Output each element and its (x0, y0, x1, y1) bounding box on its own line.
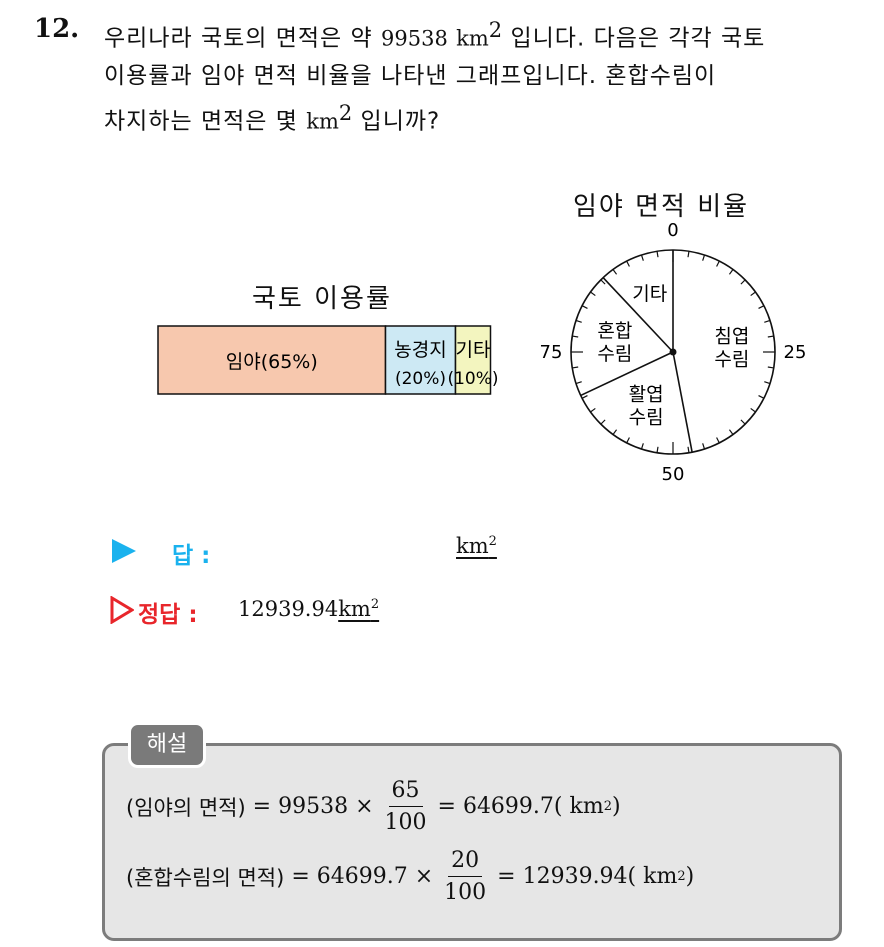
pie-slice-boundaries (580, 250, 693, 453)
question-number: 12. (34, 14, 80, 44)
pie-slice-label: 침엽 (714, 325, 749, 347)
pie-slice-boundary (672, 351, 693, 453)
question-line-3: 차지하는 면적은 몇 km2 입니까? (104, 95, 874, 141)
pie-slice-boundary (602, 277, 674, 353)
eq2-close: ) (685, 864, 695, 889)
question-line-2: 이용률과 임야 면적 비율을 나타낸 그래프입니다. 혼합수림이 (104, 62, 717, 89)
solution-box (102, 743, 842, 941)
correct-answer-value: 12939.94 (238, 597, 339, 621)
eq1-close: ) (612, 794, 621, 819)
answer-unit: km2 (456, 534, 497, 558)
unit-exponent: 2 (677, 869, 686, 884)
area-unit: km (456, 26, 489, 51)
land-area-value: 99538 (381, 26, 448, 51)
pie-slice-label: 수림 (597, 343, 632, 365)
solution-tag: 해설 (128, 722, 206, 768)
eq2-lhs: (혼합수림의 면적) (126, 865, 285, 890)
answer-label: 답 : (172, 543, 211, 569)
eq2-unit: km (643, 864, 678, 889)
pie-scale-label: 75 (540, 342, 563, 363)
correct-answer-arrow-icon (110, 596, 134, 624)
area-unit: km (306, 109, 339, 134)
eq2-result: = 12939.94( (497, 864, 637, 889)
bar-segment-label: 농경지 (394, 339, 446, 361)
pie-chart-title: 임야 면적 비율 (573, 192, 750, 222)
bar-segment-percent: (20%) (395, 369, 446, 389)
bar-segment (454, 325, 492, 395)
question-line-1: 우리나라 국토의 면적은 약 99538 km2 입니다. 다음은 각각 국토 (104, 12, 874, 58)
eq1-numerator: 65 (388, 778, 423, 807)
question-text: 우리나라 국토의 면적은 약 99538 km2 입니다. 다음은 각각 국토 … (104, 12, 874, 140)
eq2-denominator: 100 (444, 880, 487, 905)
pie-tick-marks (571, 250, 775, 454)
answer-arrow-icon (112, 539, 136, 563)
pie-slice-label: 수림 (714, 348, 749, 370)
eq1-denominator: 100 (384, 810, 427, 835)
pie-slice-label: 활엽 (629, 384, 664, 406)
question-line1-text-a: 우리나라 국토의 면적은 약 (104, 25, 382, 52)
unit-exponent: 2 (488, 18, 503, 42)
unit-exponent: 2 (338, 100, 353, 125)
unit-exponent: 2 (370, 597, 380, 612)
correct-answer-unit-text: km (338, 597, 371, 621)
pie-scale-label: 0 (667, 220, 678, 241)
pie-slice-label: 기타 (632, 283, 667, 305)
question-line3-text-b: 입니까? (352, 108, 441, 135)
eq1-lhs: (임야의 면적) (126, 795, 246, 820)
correct-answer-label: 정답 : (138, 602, 198, 628)
correct-answer: 12939.94km2 (238, 597, 379, 621)
pie-scale-label: 50 (662, 464, 685, 485)
eq1-multiplier: = 99538 × (252, 794, 374, 819)
land-use-bar-chart: 임야(65%) 농경지 (20%) 기타 (10%) (157, 325, 499, 395)
eq1-result: = 64699.7( (437, 794, 563, 819)
question-line1-text-b: 입니다. 다음은 각각 국토 (502, 25, 766, 52)
bar-segment (384, 325, 457, 395)
bar-segment (157, 325, 387, 395)
bar-chart-title: 국토 이용률 (252, 284, 392, 314)
question-line3-text-a: 차지하는 면적은 몇 (104, 108, 307, 135)
pie-scale-label: 25 (784, 342, 807, 363)
eq1-unit: km (569, 794, 604, 819)
correct-answer-unit: km2 (338, 597, 379, 621)
pie-slice-label: 수림 (629, 407, 664, 429)
bar-segment-percent: (10%) (447, 369, 498, 389)
unit-exponent: 2 (603, 799, 612, 814)
unit-exponent: 2 (488, 534, 497, 549)
answer-unit-text: km (456, 534, 489, 558)
pie-slice-boundary (580, 351, 674, 397)
eq2-multiplier: = 64699.7 × (291, 864, 434, 889)
pie-slice-label: 혼합 (597, 320, 632, 342)
bar-segment-label: 임야(65%) (226, 351, 318, 373)
bar-segment-label: 기타 (456, 339, 491, 361)
pie-center-dot (669, 348, 677, 356)
eq2-numerator: 20 (448, 848, 483, 877)
